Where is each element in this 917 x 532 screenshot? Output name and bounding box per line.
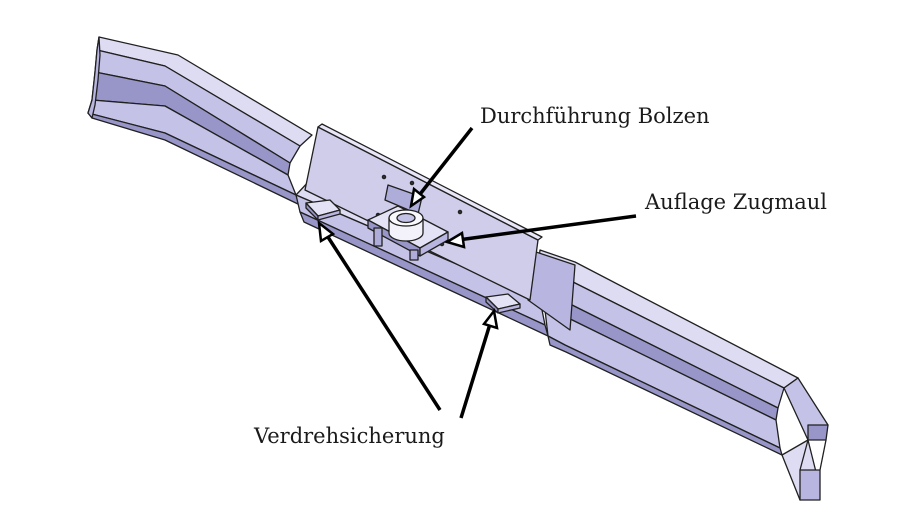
left-beam-end-face	[87, 36, 101, 119]
plate-hole	[409, 180, 415, 186]
label-anti-rotation: Verdrehsicherung	[253, 424, 445, 448]
label-coupling-support: Auflage Zugmaul	[644, 190, 827, 214]
label-bolt-passage: Durchführung Bolzen	[480, 104, 710, 128]
plate-hole	[457, 209, 463, 215]
bolt-passage-bore	[396, 212, 416, 224]
arrow-bolt-passage	[409, 126, 474, 209]
right-beam	[537, 249, 829, 501]
left-beam	[87, 36, 313, 206]
bolt-passage	[388, 209, 424, 242]
anti-rotation-pad-left	[305, 199, 341, 221]
anti-rotation-pad-right	[485, 293, 521, 314]
plate-hole	[381, 174, 387, 180]
arrow-coupling-support	[443, 214, 637, 249]
arrow-anti-rotation-right	[459, 307, 499, 419]
right-beam-end-face	[807, 424, 829, 441]
coupling-support-leg	[409, 249, 419, 261]
coupling-support-leg	[373, 227, 383, 247]
right-beam-end-face-lower	[799, 469, 821, 501]
arrow-anti-rotation-left	[317, 220, 442, 411]
